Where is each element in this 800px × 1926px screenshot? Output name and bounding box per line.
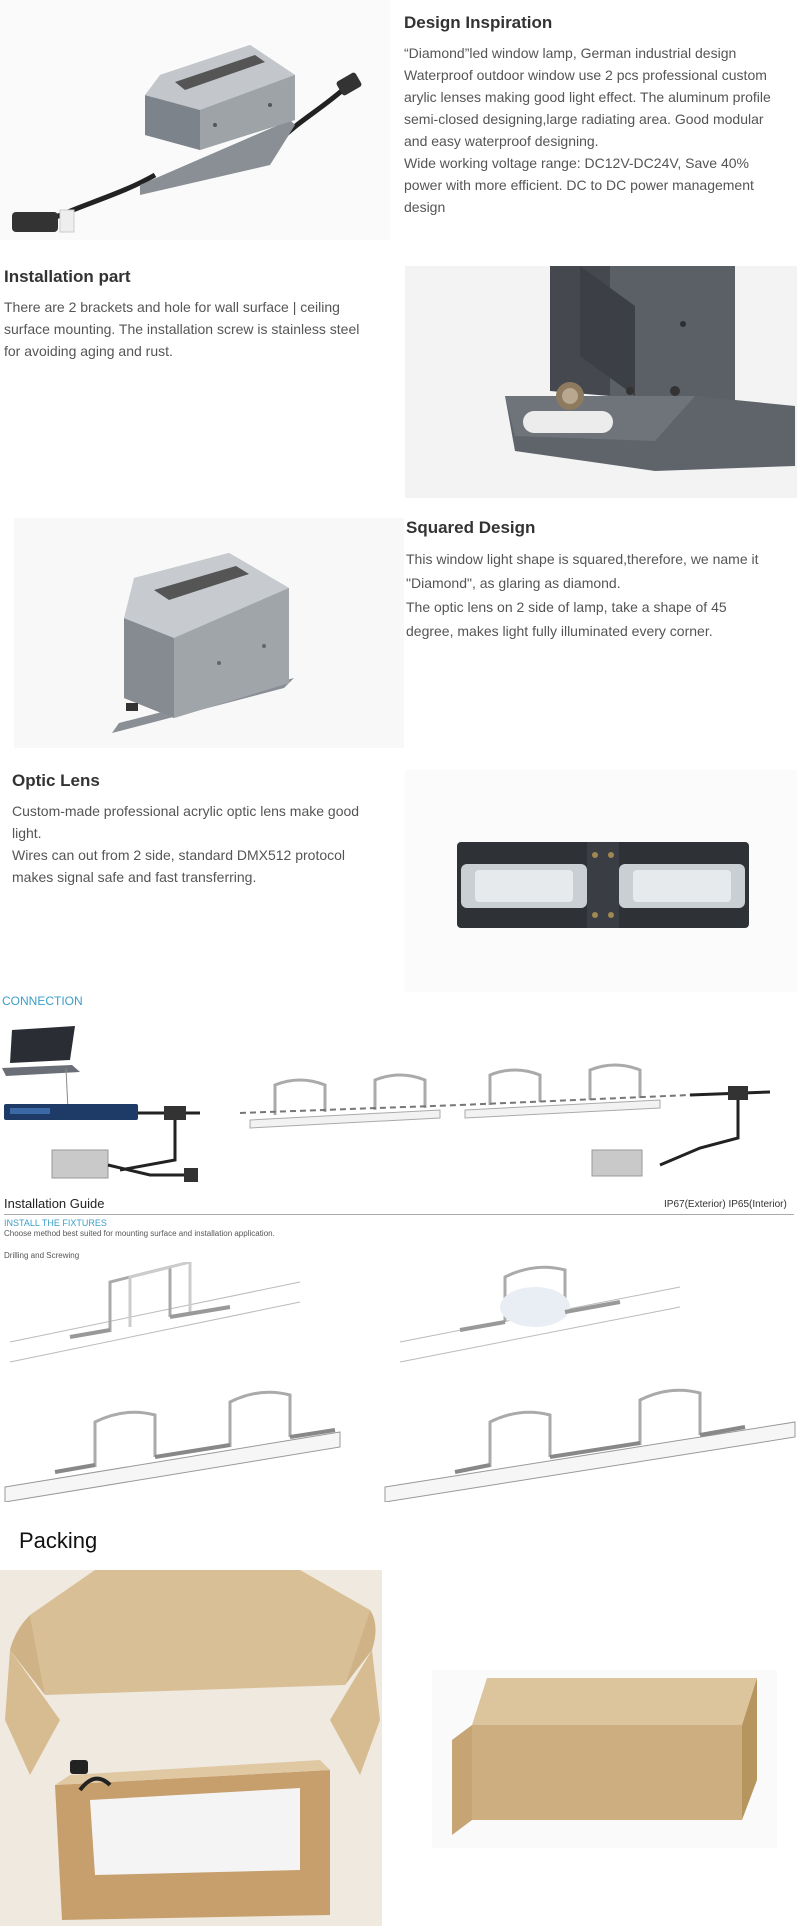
open-box-photo	[0, 1570, 382, 1926]
text-line: “Diamond”led window lamp, German industr…	[404, 45, 737, 61]
design-inspiration-text: “Diamond”led window lamp, German industr…	[404, 42, 794, 218]
lamp-photo-squared	[14, 518, 404, 748]
optic-lens-title: Optic Lens	[12, 771, 100, 790]
installation-part-text: There are 2 brackets and hole for wall s…	[4, 296, 394, 362]
text-line: Custom-made professional acrylic optic l…	[12, 803, 360, 819]
text-line: Wires can out from 2 side, standard DMX5…	[12, 847, 346, 863]
text-line: for avoiding aging and rust.	[4, 343, 173, 359]
optic-lens-photo	[405, 770, 797, 992]
optic-lens-text: Custom-made professional acrylic optic l…	[12, 800, 402, 888]
closed-box-photo	[432, 1670, 777, 1848]
installation-guide-drawings	[0, 1262, 800, 1502]
text-line: This window light shape is squared,there…	[406, 551, 759, 567]
squared-design-text: This window light shape is squared,there…	[406, 547, 798, 643]
installation-guide-title: Installation Guide	[4, 1196, 105, 1211]
text-line: semi-closed designing,large radiating ar…	[404, 111, 764, 127]
install-fixtures-note: Choose method best suited for mounting s…	[4, 1229, 275, 1238]
text-line: "Diamond", as glaring as diamond.	[406, 575, 621, 591]
bracket-closeup-photo	[405, 266, 797, 498]
packing-title: Packing	[19, 1528, 98, 1553]
text-line: Wide working voltage range: DC12V-DC24V,…	[404, 155, 750, 171]
power-supply-icon	[51, 1149, 109, 1179]
guide-divider	[4, 1214, 794, 1215]
lamp-photo-angled	[0, 0, 390, 240]
text-line: power with more efficient. DC to DC powe…	[404, 177, 754, 193]
text-line: light.	[12, 825, 42, 841]
text-line: arylic lenses making good light effect. …	[404, 89, 771, 105]
ip-rating-text: IP67(Exterior) IP65(Interior)	[664, 1199, 787, 1210]
laptop-icon	[10, 1026, 75, 1063]
text-line: The optic lens on 2 side of lamp, take a…	[406, 599, 727, 615]
squared-design-title: Squared Design	[406, 518, 536, 537]
connection-label: CONNECTION	[2, 994, 83, 1008]
text-line: and easy waterproof designing.	[404, 133, 599, 149]
text-line: surface mounting. The installation screw…	[4, 321, 360, 337]
design-inspiration-title: Design Inspiration	[404, 13, 553, 32]
connection-diagram	[0, 1010, 800, 1200]
text-line: There are 2 brackets and hole for wall s…	[4, 299, 340, 315]
text-line: Waterproof outdoor window use 2 pcs prof…	[404, 67, 767, 83]
installation-part-title: Installation part	[4, 267, 131, 286]
text-line: design	[404, 199, 446, 215]
text-line: makes signal safe and fast transferring.	[12, 869, 257, 885]
text-line: degree, makes light fully illuminated ev…	[406, 623, 713, 639]
drilling-method-label: Drilling and Screwing	[4, 1251, 80, 1260]
install-fixtures-subtitle: INSTALL THE FIXTURES	[4, 1218, 107, 1228]
